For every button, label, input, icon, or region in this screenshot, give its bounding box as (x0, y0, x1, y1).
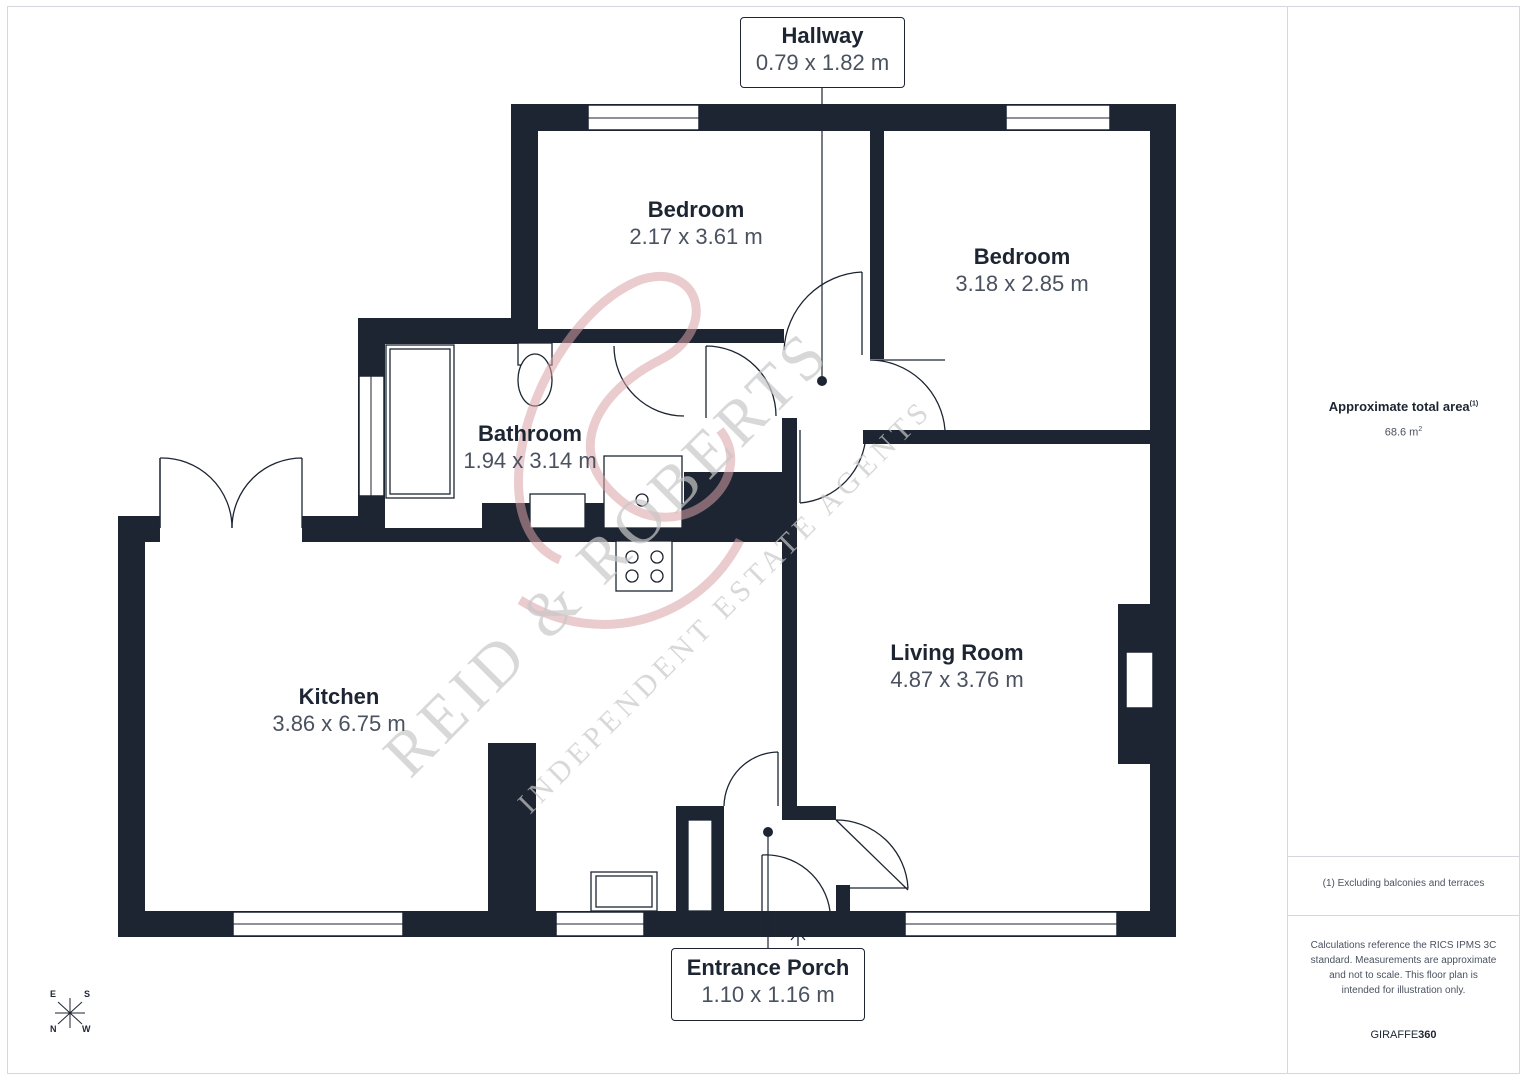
room-dims-bedroom1: 2.17 x 3.61 m (629, 224, 763, 249)
window-lines (233, 117, 1117, 925)
area-value-unit-sup: 2 (1418, 426, 1423, 433)
room-name-bedroom2: Bedroom (973, 244, 1071, 269)
pointer-lines (767, 88, 823, 948)
room-name-kitchen: Kitchen (298, 684, 380, 709)
wall-porch-right (836, 885, 850, 911)
wall-bed1-left (511, 104, 538, 344)
area-title-text: Approximate total area (1328, 399, 1470, 414)
wall-living-porch (782, 806, 836, 820)
room-label-kitchen: Kitchen 3.86 x 6.75 m (272, 684, 405, 738)
wall-bed2-bottom (863, 430, 1150, 444)
compass-e: E (50, 989, 57, 999)
porch-label-box: Entrance Porch 1.10 x 1.16 m (671, 948, 865, 1021)
wall-right (1150, 104, 1176, 937)
area-title: Approximate total area(1) (1288, 399, 1519, 414)
room-name-bedroom1: Bedroom (647, 197, 745, 222)
room-label-bedroom1: Bedroom 2.17 x 3.61 m (629, 197, 762, 251)
washbasin (529, 493, 586, 529)
wall-kitchen-island (488, 743, 536, 911)
area-title-footnote-ref: (1) (1469, 400, 1479, 408)
wall-hall-left (782, 418, 797, 810)
room-dims-living: 4.87 x 3.76 m (890, 667, 1024, 692)
doors (159, 271, 946, 912)
room-label-living: Living Room 4.87 x 3.76 m (890, 640, 1023, 694)
wall-bed1-bottom (538, 329, 784, 343)
watermark-logo (514, 272, 745, 629)
porch-cupboard (687, 819, 713, 912)
room-name-porch: Entrance Porch (686, 955, 850, 980)
area-value-text: 68.6 m (1384, 426, 1419, 439)
room-name-bathroom: Bathroom (478, 421, 582, 446)
brand-logo: GIRAFFE360 (1288, 1029, 1519, 1041)
brand-suffix: 360 (1418, 1029, 1437, 1041)
area-footnote: (1) Excluding balconies and terraces (1322, 878, 1485, 889)
watermark (514, 272, 745, 629)
wall-kitchen-top-left (118, 516, 160, 542)
wall-bath-bottom-left (384, 528, 484, 542)
entrance-arrow (790, 931, 806, 946)
room-dims-kitchen: 3.86 x 6.75 m (272, 711, 406, 736)
wall-bed-divider (870, 131, 884, 359)
sidebar-divider-footnote (1288, 856, 1519, 857)
compass-n: N (50, 1024, 57, 1034)
sidebar-divider-disclaimer (1288, 915, 1519, 916)
disclaimer: Calculations reference the RICS IPMS 3C … (1310, 940, 1497, 996)
compass-w: W (82, 1024, 91, 1034)
wall-porch-inner (712, 806, 724, 911)
room-label-bathroom: Bathroom 1.94 x 3.14 m (463, 421, 596, 475)
compass-icon (55, 998, 85, 1028)
room-dims-porch: 1.10 x 1.16 m (701, 982, 835, 1007)
room-dims-hallway: 0.79 x 1.82 m (755, 50, 890, 75)
page-frame (7, 6, 1520, 1074)
hallway-label-box: Hallway 0.79 x 1.82 m (740, 17, 905, 88)
area-value: 68.6 m2 (1288, 426, 1519, 439)
room-name-living: Living Room (890, 640, 1024, 665)
room-name-hallway: Hallway (781, 23, 864, 48)
wall-bath-top (358, 318, 538, 344)
wall-left (118, 516, 145, 937)
porch-marker (763, 827, 773, 837)
room-dims-bedroom2: 3.18 x 2.85 m (955, 271, 1089, 296)
wall-porch-left (676, 806, 688, 911)
room-dims-bathroom: 1.94 x 3.14 m (463, 448, 597, 473)
sidebar-divider (1287, 7, 1288, 1073)
brand-prefix: GIRAFFE (1370, 1029, 1419, 1041)
compass-s: S (84, 989, 91, 999)
hallway-marker (817, 376, 827, 386)
hob (615, 540, 673, 592)
room-label-bedroom2: Bedroom 3.18 x 2.85 m (955, 244, 1088, 298)
